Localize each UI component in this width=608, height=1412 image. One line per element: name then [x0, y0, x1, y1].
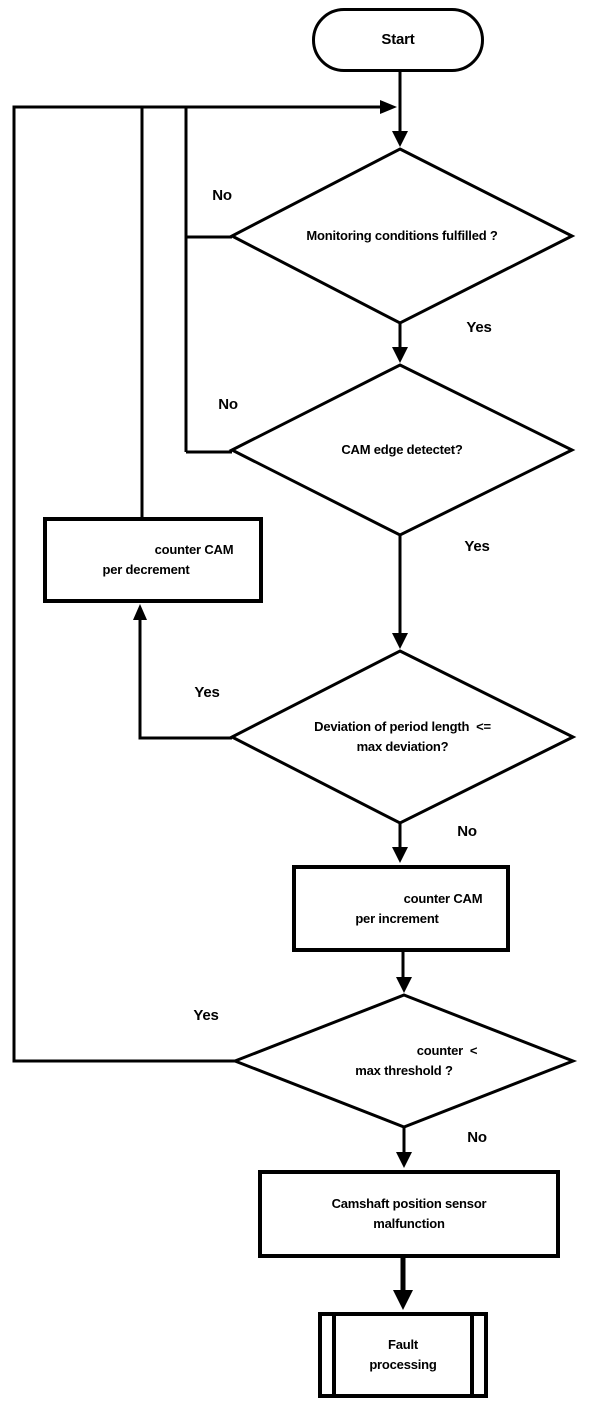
decision-deviation-line2: max deviation? — [356, 739, 449, 754]
fault-line1: Fault — [387, 1337, 419, 1352]
arrowhead-into-fault-icon — [393, 1290, 413, 1310]
node-process-malfunction: Camshaft position sensor malfunction — [258, 1170, 560, 1258]
process-decrement-line2: per decrement — [102, 562, 190, 577]
decision-cam-edge-text: CAM edge detectet? — [341, 442, 463, 457]
label-threshold-yes: Yes — [193, 1007, 219, 1024]
start-label: Start — [381, 31, 415, 48]
arrowhead-into-monitoring-icon — [392, 131, 408, 147]
node-decision-monitoring: Monitoring conditions fulfilled ? — [232, 149, 572, 323]
node-process-decrement: counter CAM per decrement — [43, 517, 263, 603]
node-process-increment: counter CAM per increment — [292, 865, 510, 952]
node-decision-cam-edge: CAM edge detectet? — [232, 365, 572, 535]
node-decision-threshold: counter < max threshold ? — [235, 995, 573, 1127]
predefined-right-bar — [470, 1316, 474, 1394]
decision-cam-edge-shape — [228, 363, 576, 537]
label-monitoring-no: No — [212, 187, 232, 204]
node-start: Start — [312, 8, 484, 72]
decision-threshold-line2: max threshold ? — [355, 1063, 453, 1078]
process-malfunction-line1: Camshaft position sensor — [331, 1196, 487, 1211]
label-cam-edge-no: No — [218, 396, 238, 413]
process-increment-line1: counter CAM — [403, 890, 483, 906]
decision-monitoring-text: Monitoring conditions fulfilled ? — [306, 228, 498, 243]
node-predefined-fault-processing: Fault processing — [318, 1312, 488, 1398]
process-decrement-line1: counter CAM — [154, 542, 234, 557]
decision-deviation-shape — [228, 649, 577, 825]
fault-line2: processing — [369, 1357, 437, 1372]
arrowhead-into-decrement-icon — [133, 604, 147, 620]
node-decision-deviation: Deviation of period length <= max deviat… — [232, 651, 573, 823]
decision-deviation-line1: Deviation of period length <= — [314, 719, 491, 734]
arrowhead-into-deviation-icon — [392, 633, 408, 649]
edge-threshold-yes-return — [12, 105, 382, 1063]
label-monitoring-yes: Yes — [466, 319, 492, 336]
arrowhead-into-malfunction-icon — [396, 1152, 412, 1168]
arrowhead-return-into-main-icon — [380, 100, 397, 114]
process-malfunction-line2: malfunction — [373, 1216, 445, 1231]
label-deviation-no: No — [457, 823, 477, 840]
decision-threshold-line1: counter < — [416, 1043, 478, 1058]
predefined-left-bar — [332, 1316, 336, 1394]
label-cam-edge-yes: Yes — [464, 538, 490, 555]
decision-threshold-shape — [230, 993, 578, 1129]
arrowhead-into-threshold-icon — [396, 977, 412, 993]
process-increment-line2: per increment — [355, 910, 439, 926]
label-threshold-no: No — [467, 1129, 487, 1146]
decision-monitoring-shape — [228, 147, 576, 325]
arrowhead-into-cam-edge-icon — [392, 347, 408, 363]
label-deviation-yes: Yes — [194, 684, 220, 701]
edge-deviation-yes — [138, 620, 232, 740]
arrowhead-into-increment-icon — [392, 847, 408, 863]
